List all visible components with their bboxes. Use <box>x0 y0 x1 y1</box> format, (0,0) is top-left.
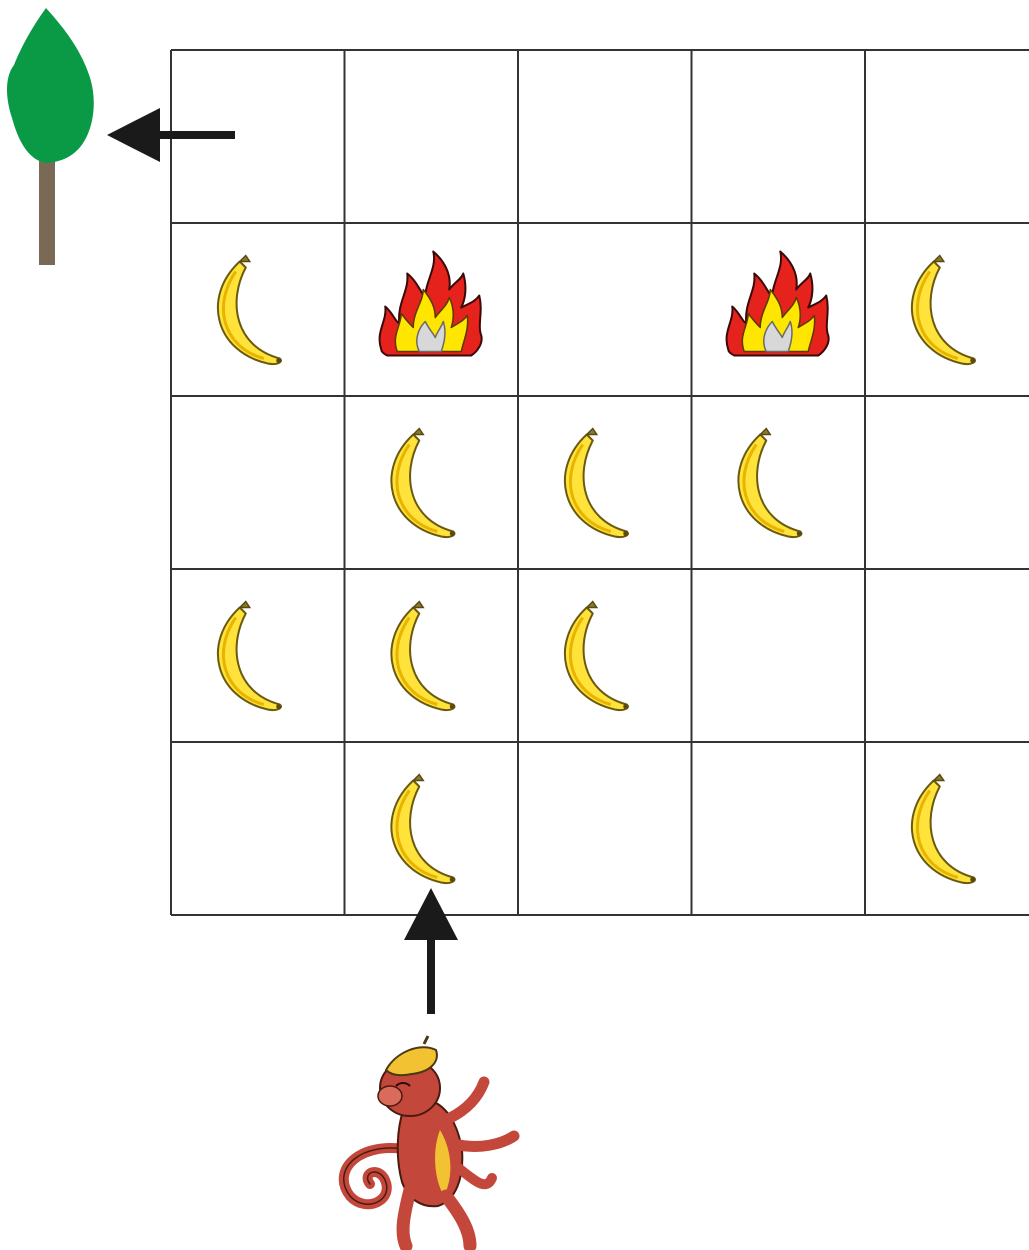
tree-icon <box>7 8 94 265</box>
board-cell <box>389 427 457 539</box>
board-cell <box>378 250 483 357</box>
board-cell <box>866 570 1029 741</box>
game-board-grid <box>170 49 1029 916</box>
board-cell <box>216 254 283 366</box>
game-board-cells <box>172 51 1029 914</box>
board-cell <box>519 224 691 395</box>
board-cell <box>346 51 518 222</box>
monkey-icon <box>338 1035 520 1250</box>
board-cell <box>736 427 804 539</box>
board-cell <box>910 254 977 366</box>
board-cell <box>693 51 865 222</box>
board-cell <box>519 743 691 914</box>
board-cell <box>389 773 457 885</box>
board-cell <box>216 600 283 712</box>
board-cell <box>725 250 830 357</box>
board-cell <box>866 51 1029 222</box>
board-cell <box>693 743 865 914</box>
arrow-icon <box>404 888 458 1014</box>
board-cell <box>563 600 630 712</box>
arrow-icon <box>107 108 235 162</box>
board-cell <box>693 570 865 741</box>
board-cell <box>866 397 1029 568</box>
board-cell <box>172 743 344 914</box>
board-cell <box>563 427 630 539</box>
board-cell <box>519 51 691 222</box>
board-cell <box>910 773 977 885</box>
board-cell <box>389 600 457 712</box>
board-cell <box>172 397 344 568</box>
